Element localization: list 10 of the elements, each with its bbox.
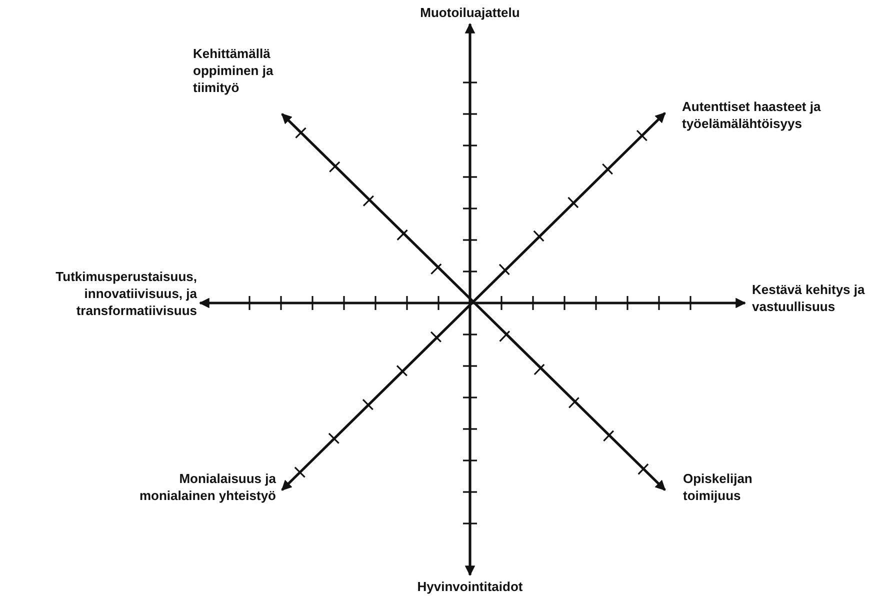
axis-label: Hyvinvointitaidot xyxy=(390,578,550,595)
axis-label: Tutkimusperustaisuus, innovatiivisuus, ja transformatiivisuus xyxy=(10,268,197,319)
axis-label: Kehittämällä oppiminen ja tiimityö xyxy=(193,45,277,96)
axis-arrow xyxy=(198,298,746,308)
axis-label: Opiskelijan toimijuus xyxy=(683,470,778,504)
axis-label: Monialaisuus ja monialainen yhteistyö xyxy=(120,470,276,504)
axis-arrow xyxy=(464,22,476,576)
axis-label: Muotoiluajattelu xyxy=(390,4,550,21)
axis-label: Autenttiset haasteet ja työelämälähtöisyys xyxy=(682,98,857,132)
axis-label: Kestävä kehitys ja vastuullisuus xyxy=(752,281,877,315)
